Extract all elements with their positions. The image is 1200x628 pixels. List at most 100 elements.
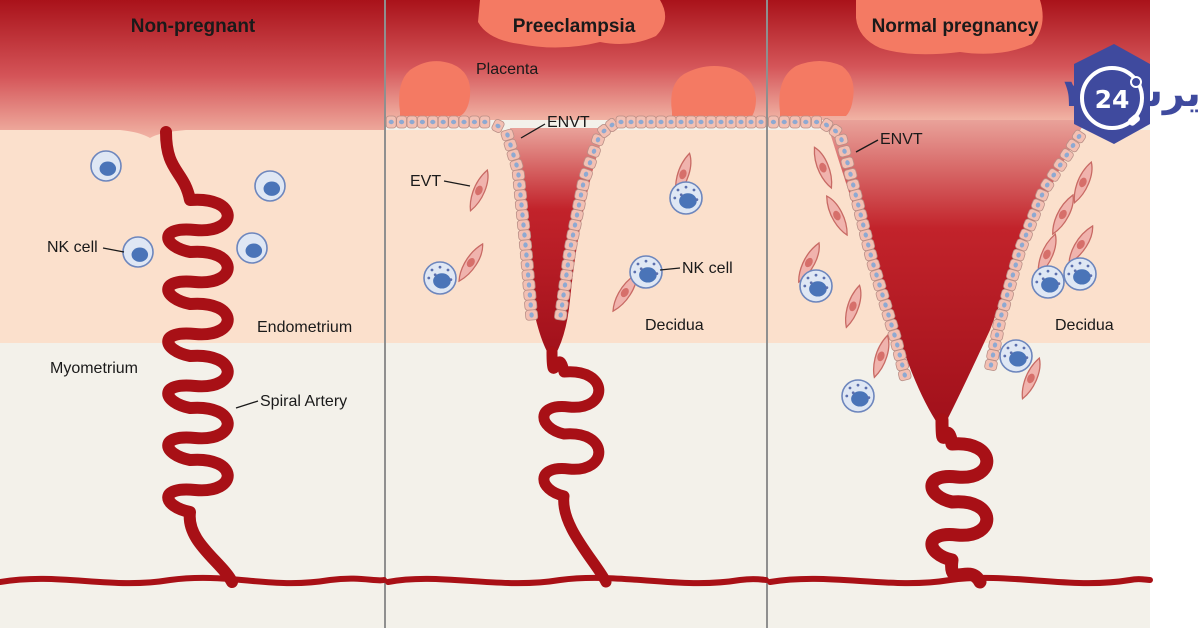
basal-artery (385, 574, 769, 587)
trophoblast-cell (878, 298, 893, 312)
trophoblast-cell (519, 249, 533, 261)
trophoblast-cell (518, 239, 533, 251)
trophoblast-cell (695, 115, 707, 129)
trophoblast-cell (1053, 158, 1068, 172)
trophoblast-cell (655, 115, 667, 129)
panel-title-normal-pregnancy: Normal pregnancy (872, 16, 1039, 37)
trophoblast-cell (448, 115, 460, 129)
trophoblast-cell (1015, 238, 1029, 252)
trophoblast-cell (778, 115, 790, 129)
trophoblast-cell (705, 115, 717, 129)
trophoblast-cell (396, 115, 408, 129)
trophoblast-cell (570, 209, 584, 221)
trophoblast-cell (665, 115, 677, 129)
trophoblast-cell (828, 123, 843, 139)
trophoblast-cell (884, 318, 899, 332)
trophoblast-cell (866, 258, 881, 272)
trophoblast-cell (715, 115, 727, 129)
trophoblast-cell (587, 144, 601, 158)
evt-cell-icon (813, 146, 833, 190)
trophoblast-cell (512, 179, 527, 191)
trophoblast-cell (1000, 288, 1014, 302)
trophoblast-cell (521, 269, 535, 281)
trophoblast-cell (597, 123, 611, 139)
trophoblast-cell (511, 169, 526, 181)
watermark-logo-icon: پذیرش۲۴ 24 (1064, 44, 1200, 144)
evt-cell-icon (1052, 193, 1074, 236)
trophoblast-cell (745, 115, 757, 129)
trophoblast-cell (406, 115, 418, 129)
trophoblast-cell (522, 279, 536, 291)
trophoblast-cell (515, 209, 530, 221)
nk-cell-icon (254, 170, 286, 202)
trophoblast-cell (523, 289, 537, 301)
trophoblast-cell (1040, 178, 1055, 192)
label-placenta: Placenta (476, 61, 538, 78)
trophoblast-cell (1003, 278, 1017, 292)
trophoblast-cell (997, 298, 1012, 312)
nk-cell-icon (236, 232, 268, 264)
trophoblast-epithelium (385, 115, 1087, 382)
trophoblast-cell (840, 156, 855, 169)
label-endometrium: Endometrium (257, 319, 352, 336)
trophoblast-cell (458, 115, 470, 129)
evt-cells (458, 146, 1094, 401)
trophoblast-cell (768, 115, 779, 129)
evt-cell-icon (458, 242, 484, 283)
trophoblast-cell (863, 248, 878, 262)
watermark-badge-number: 24 (1095, 85, 1130, 114)
trophoblast-cell (554, 309, 568, 321)
placenta-blobs (399, 0, 1043, 116)
trophoblast-cell (517, 229, 532, 241)
nk-cell-icon (841, 379, 875, 413)
trophoblast-cell (525, 309, 539, 321)
evt-cell-icon (1021, 356, 1041, 401)
trophoblast-cell (635, 115, 647, 129)
label-myometrium: Myometrium (50, 360, 138, 377)
trophoblast-cell (645, 115, 657, 129)
nk-cell-icon (423, 261, 457, 295)
trophoblast-cell (500, 128, 515, 142)
label-nk-cell: NK cell (682, 260, 733, 277)
evt-cell-icon (1073, 160, 1093, 205)
label-nk-cell: NK cell (47, 239, 98, 256)
trophoblast-cell (416, 115, 428, 129)
trophoblast-cell (834, 133, 849, 146)
evt-cell-icon (612, 272, 638, 313)
trophoblast-cell (615, 115, 627, 129)
trophoblast-cell (468, 115, 480, 129)
panel-title-non-pregnant: Non-pregnant (131, 16, 256, 37)
trophoblast-cell (574, 189, 588, 201)
label-envt: ENVT (880, 131, 923, 148)
nk-cell-icon (999, 339, 1033, 373)
trophoblast-cell (843, 168, 858, 181)
trophoblast-cell (881, 308, 896, 322)
trophoblast-cell (869, 268, 884, 282)
trophoblast-cell (892, 348, 907, 362)
trophoblast-cell (992, 319, 1006, 331)
trophoblast-cell (576, 179, 590, 191)
panel-title-preeclampsia: Preeclampsia (513, 16, 636, 37)
evt-cell-icon (1037, 232, 1057, 277)
trophoblast-cell (1035, 188, 1049, 202)
leader-line (659, 267, 681, 271)
trophoblast-cell (1019, 228, 1033, 242)
label-decidua: Decidua (1055, 317, 1114, 334)
trophoblast-cell (1059, 148, 1074, 162)
trophoblast-cell (516, 219, 531, 231)
basal-artery (0, 574, 387, 587)
label-envt: ENVT (547, 114, 590, 131)
trophoblast-cell (556, 289, 571, 301)
trophoblast-cell (1027, 208, 1041, 222)
trophoblast-cell (1065, 138, 1081, 153)
evt-cell-icon (873, 334, 890, 379)
leader-line (855, 139, 879, 153)
trophoblast-cell (685, 115, 697, 129)
trophoblast-cell (890, 338, 905, 352)
nk-cells (90, 150, 1097, 413)
evt-cell-icon (798, 241, 820, 284)
trophoblast-cell (1006, 268, 1020, 282)
trophoblast-cell (1011, 248, 1026, 262)
trophoblast-cell (385, 115, 397, 129)
